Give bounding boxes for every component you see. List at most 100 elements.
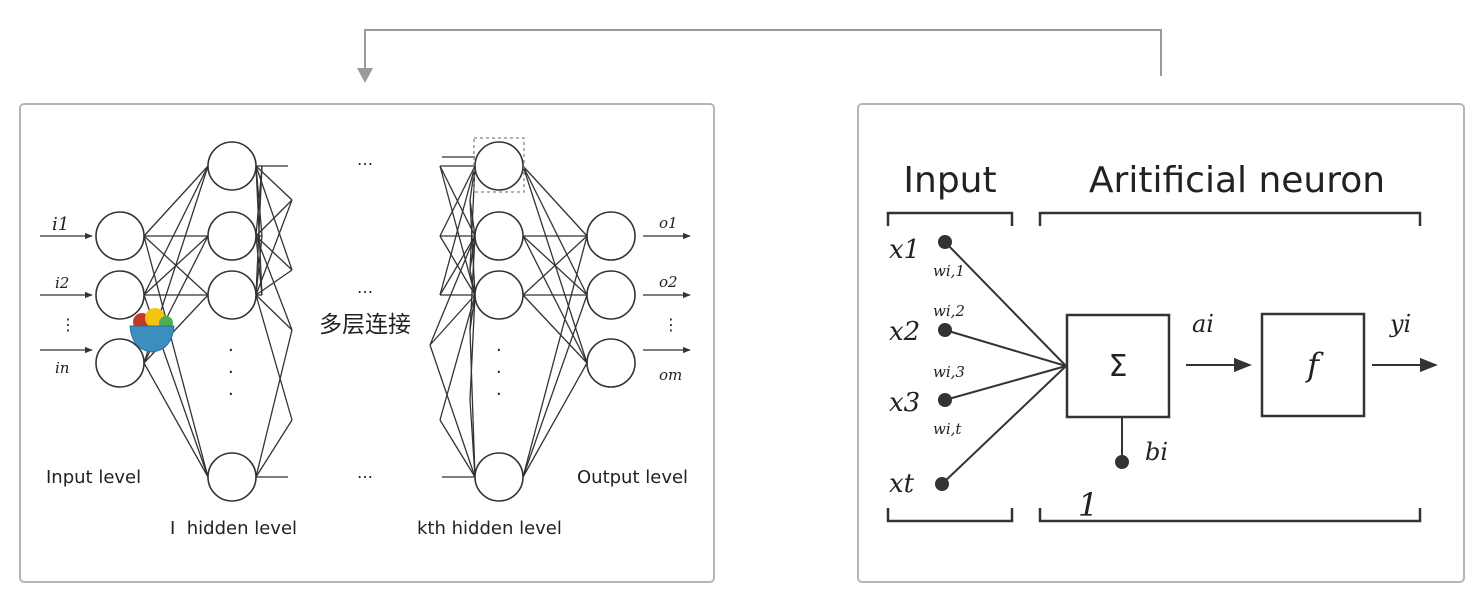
edge-h1-out xyxy=(255,199,293,237)
output-label-2: o2 xyxy=(659,273,678,291)
edge-in-hk xyxy=(439,419,476,478)
edge-hk-out xyxy=(522,235,588,364)
input-title: Input xyxy=(903,160,996,201)
edge-h1-out xyxy=(255,419,293,478)
input-dots xyxy=(935,235,952,491)
hidden1-node xyxy=(207,211,257,261)
edge-in-hk xyxy=(469,329,476,478)
input-label-1: i1 xyxy=(52,214,69,235)
vdot-hk-2: · xyxy=(496,362,502,383)
center-label: 多层连接 xyxy=(319,312,411,338)
output-level-label: Output level xyxy=(577,467,688,488)
edge-in-hk xyxy=(469,399,476,478)
edge-in-hk xyxy=(439,165,476,237)
bias-label: bi xyxy=(1145,438,1168,466)
input-dot-x3 xyxy=(938,393,952,407)
vdot-h1-2: · xyxy=(228,362,234,383)
artificial-neuron-panel: Input Aritificial neuron x1 x2 x3 xt xyxy=(857,103,1465,583)
output-vdots: ⋮ xyxy=(663,315,679,334)
input-node xyxy=(95,211,145,261)
edge-in-hk xyxy=(469,269,476,296)
wt-label: wi,t xyxy=(933,420,962,438)
x1-label: x1 xyxy=(889,235,920,265)
output-node xyxy=(586,211,636,261)
output-label-m: om xyxy=(659,366,682,384)
vdot-h1-3: · xyxy=(228,384,234,405)
weight-lines xyxy=(941,241,1067,485)
input-dot-x2 xyxy=(938,323,952,337)
edge-h1-out xyxy=(255,294,293,421)
output-label-1: o1 xyxy=(659,214,678,232)
edge-h1-out xyxy=(255,294,293,331)
input-dot-xt xyxy=(935,477,949,491)
ellipsis-top: … xyxy=(357,150,373,169)
edge-hk-out xyxy=(522,294,588,478)
left-panel-frame xyxy=(19,103,715,583)
x3-label: x3 xyxy=(889,388,920,418)
edge-in-hk xyxy=(439,165,476,296)
edge-in-h1 xyxy=(143,165,209,296)
edge-in-hk xyxy=(439,235,476,296)
input-bracket-bottom xyxy=(886,508,1014,523)
edge-in-hk xyxy=(429,235,476,346)
sum-symbol: Σ xyxy=(1109,349,1128,384)
center-label-backing xyxy=(304,306,426,340)
hiddenk-node xyxy=(474,270,524,320)
vdot-h1-1: · xyxy=(228,340,234,361)
ellipsis-middle: … xyxy=(357,278,373,297)
output-node xyxy=(586,270,636,320)
highlight-dashed-box xyxy=(473,137,525,193)
output-labels: o1 o2 ⋮ om xyxy=(643,214,691,384)
edge-h1-out xyxy=(255,199,293,296)
edge-hk-out xyxy=(522,165,588,237)
input-dot-x1 xyxy=(938,235,952,249)
vdot-hk-3: · xyxy=(496,384,502,405)
ellipsis-bottom: … xyxy=(357,463,373,482)
hidden1-node xyxy=(207,270,257,320)
input-labels: i1 i2 ⋮ in xyxy=(40,214,93,377)
hiddenk-node xyxy=(474,141,524,191)
edge-h1-out xyxy=(255,235,263,296)
edge-h1-out xyxy=(255,329,293,478)
edge-in-hk xyxy=(469,294,476,401)
multilayer-network-panel: i1 i2 ⋮ in o1 o2 ⋮ om … … … · · · · xyxy=(19,103,715,583)
w2-label: wi,2 xyxy=(933,302,965,320)
brackets xyxy=(886,211,1422,523)
hiddenk-node xyxy=(474,452,524,502)
neuron-bracket-bottom xyxy=(1038,508,1422,523)
hidden1-node xyxy=(207,141,257,191)
food-bowl-icon xyxy=(129,308,175,353)
x2-label: x2 xyxy=(889,317,920,347)
edge-h1-out xyxy=(255,269,293,296)
vdot-hk-1: · xyxy=(496,340,502,361)
xt-label: xt xyxy=(889,469,915,499)
edge-hk-out xyxy=(522,165,588,364)
network-nodes xyxy=(95,141,636,502)
input-label-n: in xyxy=(55,359,69,377)
edge-in-hk xyxy=(429,294,476,346)
a-label: ai xyxy=(1192,310,1214,338)
y-label: yi xyxy=(1389,310,1411,338)
edge-in-h1 xyxy=(143,362,209,478)
edge-h1-out xyxy=(255,165,263,296)
neuron-title: Aritificial neuron xyxy=(1089,160,1385,201)
edge-hk-out xyxy=(522,235,588,478)
hiddenk-level-label: kth hidden level xyxy=(417,518,562,539)
input-node xyxy=(95,338,145,388)
sum-box xyxy=(1065,313,1171,419)
hiddenk-node xyxy=(474,211,524,261)
bias-dot xyxy=(1115,455,1129,469)
edge-in-h1 xyxy=(143,165,209,237)
w1-label: wi,1 xyxy=(933,262,965,280)
edge-hk-out xyxy=(522,165,588,296)
input-level-label: Input level xyxy=(46,467,141,488)
input-label-2: i2 xyxy=(55,274,69,292)
input-vdots: ⋮ xyxy=(60,315,76,334)
neuron-bracket-top xyxy=(1038,211,1422,226)
w3-label: wi,3 xyxy=(933,363,965,381)
input-bracket-top xyxy=(886,211,1014,226)
output-node xyxy=(586,338,636,388)
panel-connector-arrow xyxy=(357,29,1162,83)
edge-hk-out xyxy=(522,294,588,364)
